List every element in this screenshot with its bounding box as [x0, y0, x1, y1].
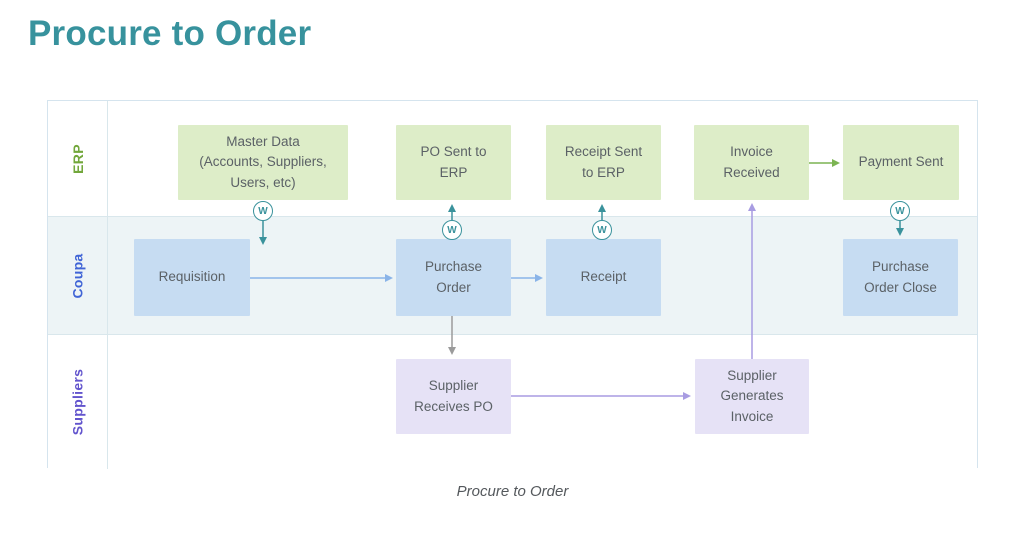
diagram-caption: Procure to Order	[456, 483, 569, 500]
lane-label-erp: ERP	[69, 143, 86, 174]
lane-suppliers: Suppliers	[48, 335, 977, 469]
lane-label-suppliers: Suppliers	[69, 368, 86, 436]
lane-erp-label-column: ERP	[48, 101, 108, 216]
node-purchase-order: Purchase Order	[396, 239, 511, 316]
w-connector-icon: W	[592, 220, 612, 240]
node-supplier-receives-po: Supplier Receives PO	[396, 359, 511, 434]
swimlane-diagram: ERP Coupa Suppliers	[47, 100, 978, 469]
w-connector-icon: W	[253, 201, 273, 221]
node-supplier-generates-invoice: Supplier Generates Invoice	[695, 359, 809, 434]
lane-label-coupa: Coupa	[69, 252, 86, 299]
w-connector-icon: W	[442, 220, 462, 240]
node-payment-sent: Payment Sent	[843, 125, 959, 200]
lane-suppliers-label-column: Suppliers	[48, 335, 108, 469]
node-invoice-received: Invoice Received	[694, 125, 809, 200]
page-title: Procure to Order	[28, 14, 312, 53]
node-po-sent-to-erp: PO Sent to ERP	[396, 125, 511, 200]
node-receipt-sent-to-erp: Receipt Sent to ERP	[546, 125, 661, 200]
node-requisition: Requisition	[134, 239, 250, 316]
node-master-data: Master Data (Accounts, Suppliers, Users,…	[178, 125, 348, 200]
node-receipt: Receipt	[546, 239, 661, 316]
node-purchase-order-close: Purchase Order Close	[843, 239, 958, 316]
w-connector-icon: W	[890, 201, 910, 221]
lane-coupa-label-column: Coupa	[48, 217, 108, 334]
